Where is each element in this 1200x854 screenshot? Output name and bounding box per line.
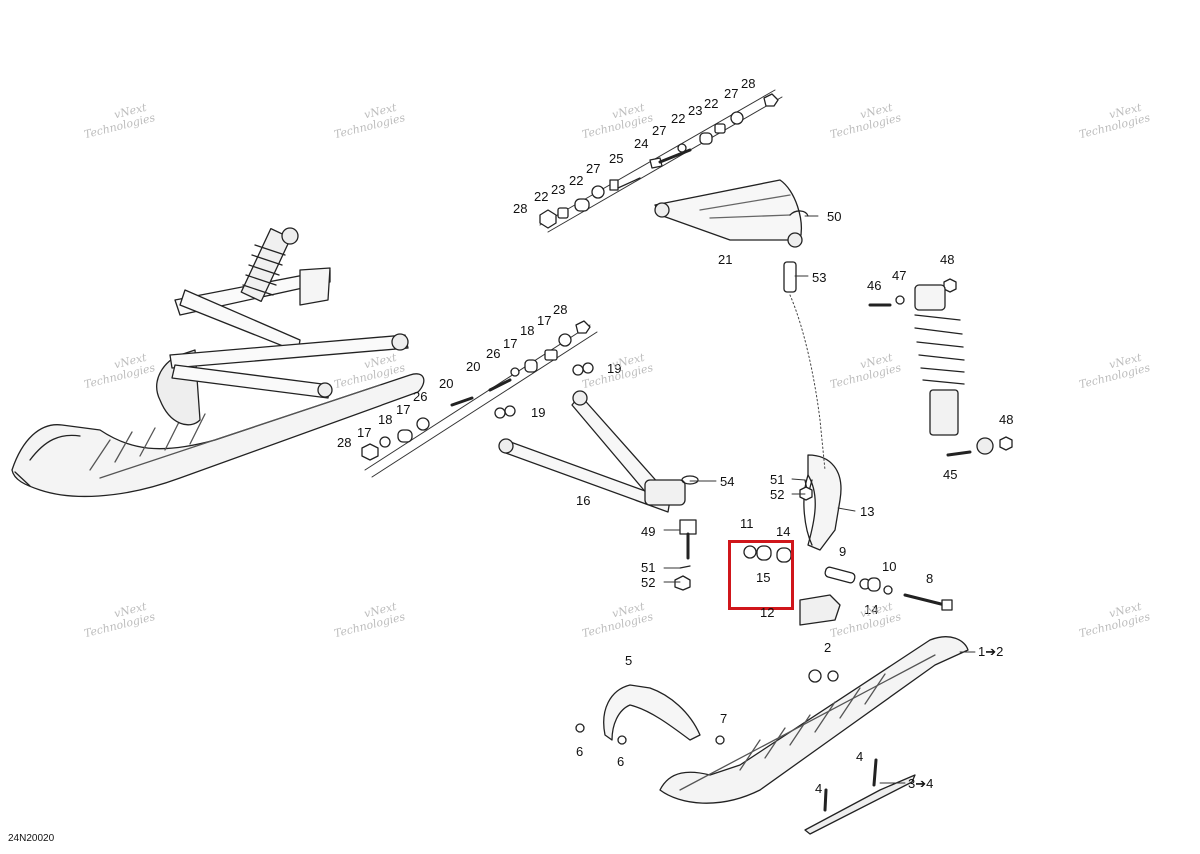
callout-27-c: 27 (586, 161, 601, 176)
callout-27-b: 27 (652, 123, 667, 138)
callout-14-b: 14 (864, 602, 879, 617)
callout-14-a: 14 (776, 524, 791, 539)
callout-50: 50 (827, 209, 842, 224)
callout-20-b: 20 (439, 376, 454, 391)
callout-46: 46 (867, 278, 882, 293)
callout-20-a: 20 (466, 359, 481, 374)
shock-group (868, 278, 1013, 457)
callout-17-c: 17 (396, 402, 411, 417)
callout-22-a: 22 (704, 96, 719, 111)
callout-45: 45 (943, 467, 958, 482)
callout-12: 12 (760, 605, 775, 620)
callout-24: 24 (634, 136, 649, 151)
callout-27-a: 27 (724, 86, 739, 101)
assembled-suspension-view (11, 227, 425, 498)
callout-3-to-4: 3➔4 (908, 776, 934, 791)
callout-10: 10 (882, 559, 897, 574)
callout-26-a: 26 (486, 346, 501, 361)
callout-28-c: 28 (553, 302, 568, 317)
callout-25: 25 (609, 151, 624, 166)
callout-13: 13 (860, 504, 875, 519)
callout-22-d: 22 (534, 189, 549, 204)
callout-52-a: 52 (770, 487, 785, 502)
callout-7: 7 (720, 711, 728, 726)
callout-18-b: 18 (378, 412, 393, 427)
leader-lines (663, 215, 976, 784)
highlight-box (728, 540, 794, 610)
spindle-group (743, 294, 953, 626)
callout-17-b: 17 (503, 336, 518, 351)
callout-4-b: 4 (815, 781, 823, 796)
callout-16: 16 (576, 493, 591, 508)
callout-28-b: 28 (513, 201, 528, 216)
callout-48-b: 48 (999, 412, 1014, 427)
figure-code: 24N20020 (8, 833, 55, 844)
callout-22-b: 22 (671, 111, 686, 126)
callout-52-b: 52 (641, 575, 656, 590)
callout-5: 5 (625, 653, 633, 668)
callout-23-b: 23 (551, 182, 566, 197)
callout-22-c: 22 (569, 173, 584, 188)
callout-6-b: 6 (617, 754, 625, 769)
callout-48-a: 48 (940, 252, 955, 267)
callout-53: 53 (812, 270, 827, 285)
callout-54: 54 (720, 474, 735, 489)
callout-18-a: 18 (520, 323, 535, 338)
callout-49: 49 (641, 524, 656, 539)
callout-19-a: 19 (607, 361, 622, 376)
callout-23-a: 23 (688, 103, 703, 118)
callout-17-d: 17 (357, 425, 372, 440)
callout-9: 9 (839, 544, 847, 559)
ski-group (575, 636, 969, 835)
callout-6-a: 6 (576, 744, 584, 759)
callout-2: 2 (824, 640, 832, 655)
callout-17-a: 17 (537, 313, 552, 328)
callout-28-d: 28 (337, 435, 352, 450)
callout-51-a: 51 (770, 472, 785, 487)
callout-1-to-2: 1➔2 (978, 644, 1004, 659)
lower-a-arm-group (361, 320, 699, 591)
callout-8: 8 (926, 571, 934, 586)
callout-15: 15 (756, 570, 771, 585)
callout-47: 47 (892, 268, 907, 283)
callout-26-b: 26 (413, 389, 428, 404)
callout-21: 21 (718, 252, 733, 267)
callout-4-a: 4 (856, 749, 864, 764)
callout-51-b: 51 (641, 560, 656, 575)
callout-28-a: 28 (741, 76, 756, 91)
upper-a-arm-group (539, 89, 809, 293)
callout-19-b: 19 (531, 405, 546, 420)
callout-11: 11 (740, 516, 754, 531)
